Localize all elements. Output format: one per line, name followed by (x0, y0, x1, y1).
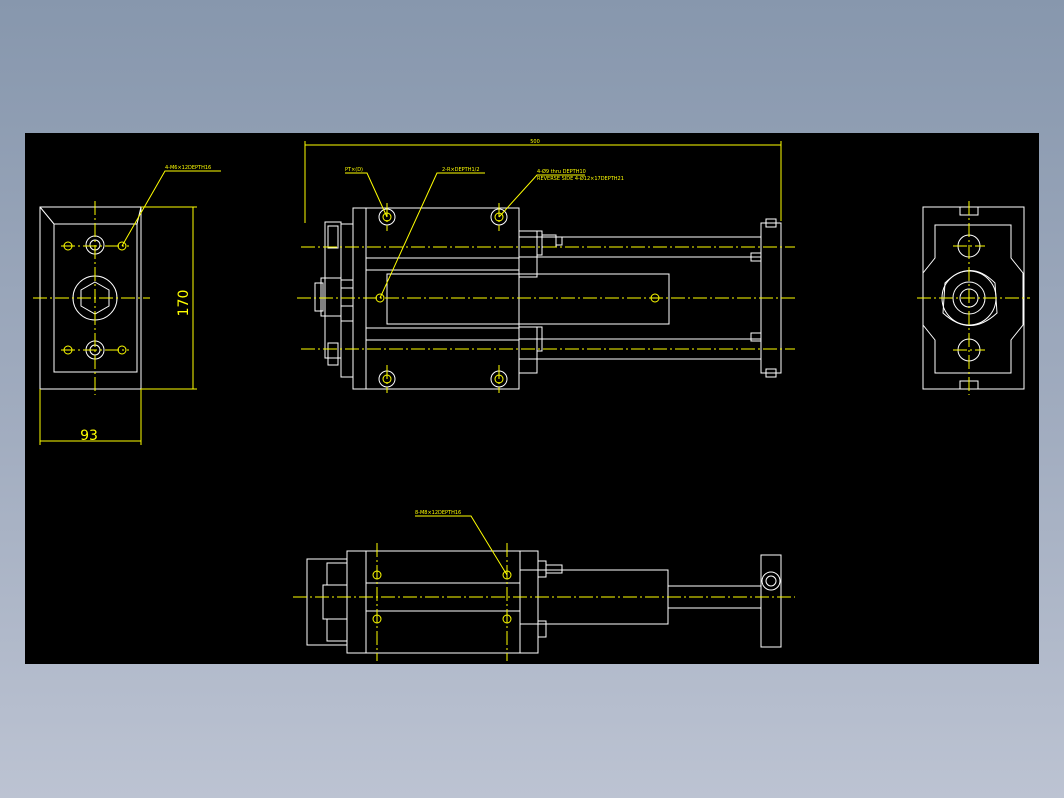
right-end-view (917, 201, 1030, 395)
top-view-note-right-1: 4-Ø9 thru DEPTH10 (537, 168, 586, 175)
top-view-note-left: PT×(D) (345, 167, 363, 173)
cad-drawing-canvas[interactable]: 170 93 4-M6×12DEPTH16 (25, 133, 1039, 664)
top-view-note-center: 2-R×DEPTH1/2 (442, 167, 480, 173)
end-view-hole-note: 4-M6×12DEPTH16 (165, 165, 211, 171)
left-end-view (33, 170, 221, 445)
top-view (297, 141, 795, 393)
side-view-hole-note: 8-M8×12DEPTH16 (415, 510, 461, 516)
dim-length-label: 500 (530, 139, 540, 145)
side-view (293, 515, 795, 661)
dim-height-label: 170 (176, 290, 192, 317)
cad-drawing: 170 93 4-M6×12DEPTH16 (33, 139, 1030, 661)
top-view-note-right-2: REVERSE SIDE 4-Ø12×17DEPTH21 (537, 175, 624, 182)
dim-width-label: 93 (80, 428, 98, 444)
